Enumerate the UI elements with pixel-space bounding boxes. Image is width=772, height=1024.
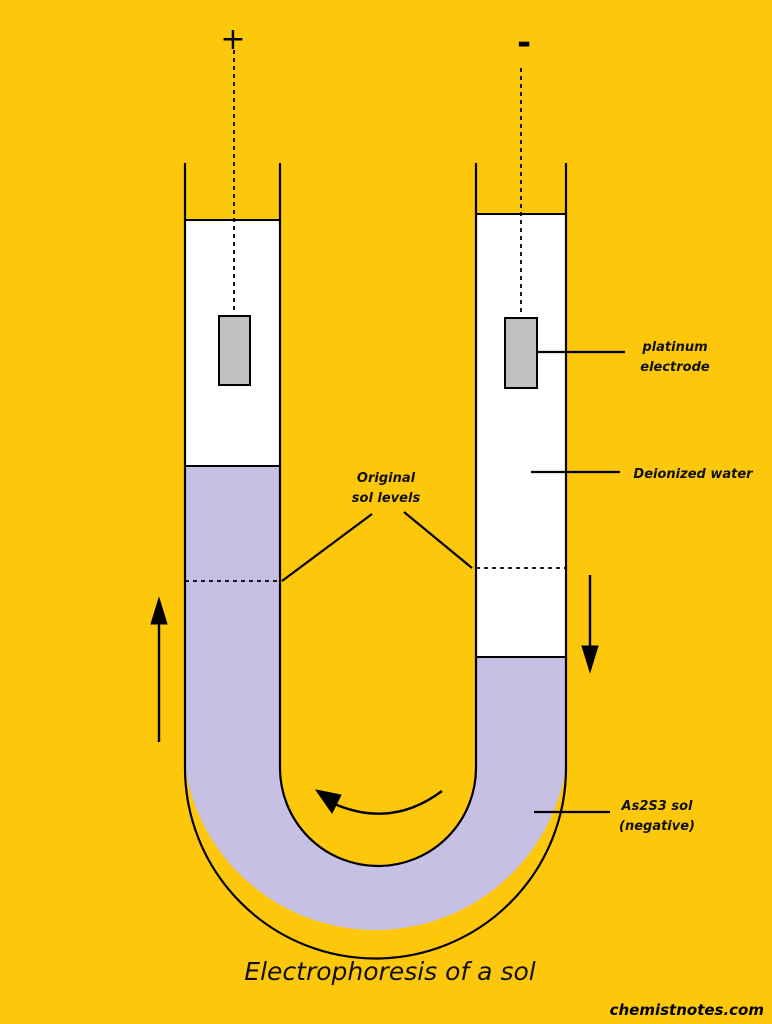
label-as2s3-sol: As2S3 sol [621, 799, 693, 814]
u-tube [183, 163, 568, 960]
label-deionized-water: Deionized water [633, 467, 754, 482]
original-level-dashes [185, 567, 566, 582]
label-platinum: platinum [641, 340, 707, 355]
right-water [476, 214, 566, 657]
up-arrow-icon [150, 596, 168, 625]
level-lines [185, 213, 566, 658]
left-electrode [218, 315, 251, 386]
label-original: Original [357, 471, 416, 486]
negative-terminal: - [517, 23, 531, 63]
electrode-wires [233, 50, 522, 312]
watermark: chemistnotes.com [610, 1001, 764, 1019]
curved-arrow-shaft [329, 790, 443, 815]
right-electrode [504, 317, 538, 389]
down-arrow-icon [581, 645, 599, 674]
label-sol-levels: sol levels [352, 491, 421, 506]
label-electrode: electrode [640, 360, 710, 375]
movement-arrows [150, 575, 599, 815]
leader-lines [281, 350, 625, 814]
positive-terminal: + [220, 22, 245, 57]
sol-fill [185, 466, 566, 931]
label-negative: (negative) [619, 819, 695, 834]
curved-arrow-icon [314, 789, 342, 814]
page-title: Electrophoresis of a sol [244, 957, 535, 986]
